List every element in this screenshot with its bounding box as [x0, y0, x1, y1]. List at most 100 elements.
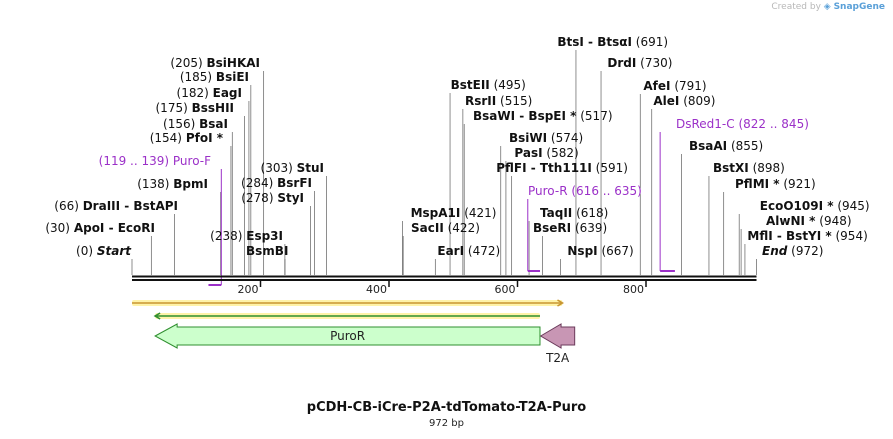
site-position: (30): [45, 221, 73, 235]
feature-label: T2A: [545, 351, 570, 365]
site-label: (175) BssHII: [156, 101, 235, 115]
ruler-ticks: 200 400 600 800: [238, 281, 647, 296]
site-position: (156): [163, 117, 199, 131]
site-connector-lines: [131, 50, 757, 275]
site-name: AlwNI *: [766, 214, 816, 228]
site-label: (238) Esp3I: [210, 229, 283, 243]
credit-prefix: Created by: [771, 2, 821, 12]
site-position: (954): [832, 229, 868, 243]
site-position: (421): [460, 206, 496, 220]
orf-arrowhead: [153, 312, 161, 320]
site-label: BsaWI - BspEI * (517): [473, 109, 613, 123]
site-position: (138): [137, 177, 173, 191]
primer-name: DsRed1-C: [676, 117, 735, 131]
site-label: (66) DraIII - BstAPI: [54, 199, 178, 213]
tick-label: 200: [238, 283, 259, 296]
site-label: EarI (472): [437, 244, 500, 258]
tick-label: 400: [366, 283, 387, 296]
site-label: (205) BsiHKAI: [170, 56, 260, 70]
site-name: PasI: [514, 146, 542, 160]
site-label: MspA1I (421): [411, 206, 497, 220]
site-position: (618): [572, 206, 608, 220]
site-name: MspA1I: [411, 206, 461, 220]
site-label: (185) BsiEI: [180, 70, 249, 84]
site-position: (691): [632, 35, 668, 49]
site-position: (154): [150, 131, 186, 145]
site-label: (284) BsrFI: [241, 176, 312, 190]
snapgene-logo-icon: ◈: [823, 2, 831, 12]
site-label: BsiWI (574): [509, 131, 583, 145]
site-position: (278): [241, 191, 277, 205]
site-name: BstXI: [713, 161, 749, 175]
site-name: EcoO109I *: [760, 199, 834, 213]
site-label: BstEII (495): [451, 78, 526, 92]
site-label: AlwNI * (948): [766, 214, 852, 228]
site-name: MflI - BstYI *: [747, 229, 832, 243]
site-name: PflMI *: [735, 177, 780, 191]
site-position: (0): [76, 244, 97, 258]
site-label: (303) StuI: [261, 161, 324, 175]
feature-label: PuroR: [330, 329, 365, 343]
site-label: (154) PfoI *: [150, 131, 224, 145]
site-name: BsmBI: [246, 244, 288, 258]
site-position: (303): [261, 161, 297, 175]
site-label: BsmBI: [246, 244, 288, 258]
primer-label: DsRed1-C (822 .. 845): [676, 117, 809, 131]
site-position: (730): [636, 56, 672, 70]
site-position: (945): [834, 199, 870, 213]
site-name: BpmI: [173, 177, 208, 191]
primer-label: Puro-R (616 .. 635): [528, 184, 642, 198]
site-name: BsrFI: [277, 176, 312, 190]
site-name: StyI: [277, 191, 304, 205]
map-length: 972 bp: [429, 418, 464, 429]
site-label: (182) EagI: [177, 86, 242, 100]
site-name: EarI: [437, 244, 464, 258]
site-name: NspI: [567, 244, 597, 258]
tick-label: 600: [495, 283, 516, 296]
site-name: BtsI - BtsαI: [557, 35, 632, 49]
credit-brand: SnapGene: [833, 2, 885, 12]
site-position: (422): [444, 221, 480, 235]
primer-name: Puro-F: [173, 154, 211, 168]
site-label: BsaAI (855): [689, 139, 763, 153]
site-name: BseRI: [533, 221, 571, 235]
map-title: pCDH-CB-iCre-P2A-tdTomato-T2A-Puro: [306, 400, 587, 415]
site-name: AleI: [653, 94, 679, 108]
site-position: (809): [679, 94, 715, 108]
orf-arrows: [132, 299, 565, 320]
site-position: (472): [464, 244, 500, 258]
site-position: (948): [815, 214, 851, 228]
site-label: (278) StyI: [241, 191, 304, 205]
site-position: (182): [177, 86, 213, 100]
site-position: (185): [180, 70, 216, 84]
feature-arrow: [539, 323, 576, 349]
site-position: (574): [547, 131, 583, 145]
site-name: DrdI: [607, 56, 636, 70]
site-position: (898): [749, 161, 785, 175]
site-position: (175): [156, 101, 192, 115]
site-label: (0) Start: [76, 244, 132, 258]
site-name: PfoI *: [186, 131, 224, 145]
site-position: (515): [496, 94, 532, 108]
site-name: BsiHKAI: [207, 56, 261, 70]
tick-label: 800: [623, 283, 644, 296]
site-label: MflI - BstYI * (954): [747, 229, 867, 243]
site-label: RsrII (515): [465, 94, 532, 108]
site-name: PflFI - Tth111I: [496, 161, 592, 175]
site-label: AleI (809): [653, 94, 715, 108]
site-position: (66): [54, 199, 82, 213]
site-position: (667): [598, 244, 634, 258]
site-name: DraIII - BstAPI: [83, 199, 178, 213]
site-position: (791): [671, 79, 707, 93]
site-position: (972): [787, 244, 823, 258]
site-label: BstXI (898): [713, 161, 785, 175]
site-name: BsiWI: [509, 131, 547, 145]
primer-range: (822 .. 845): [735, 117, 809, 131]
site-label: SacII (422): [411, 221, 480, 235]
site-name: SacII: [411, 221, 444, 235]
site-name: ApoI - EcoRI: [74, 221, 155, 235]
site-position: (582): [543, 146, 579, 160]
site-name: AfeI: [643, 79, 670, 93]
site-name: BsaI: [199, 117, 228, 131]
